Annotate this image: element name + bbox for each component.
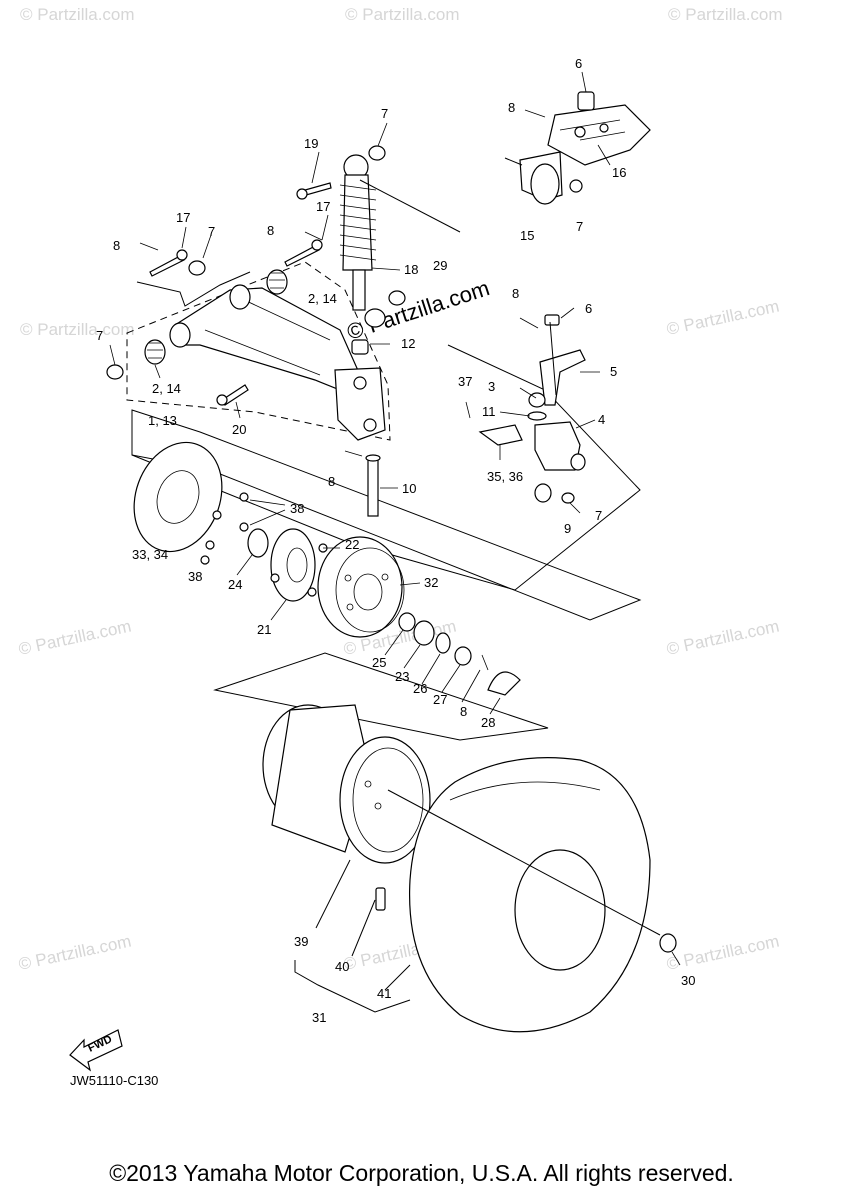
callout-17: 17	[176, 210, 190, 225]
watermark-text: © Partzilla.com	[665, 617, 781, 659]
callout-18: 18	[404, 262, 418, 277]
callout-32: 32	[424, 575, 438, 590]
swingarm	[169, 284, 386, 441]
center-watermark-text: © Partzilla.com	[344, 275, 493, 345]
brake-backing-plate	[133, 441, 249, 565]
tire-valve	[375, 887, 386, 911]
callout-8: 8	[113, 238, 120, 253]
watermark-text: © Partzilla.com	[20, 320, 135, 339]
callout-26: 26	[413, 681, 427, 696]
watermark-text: © Partzilla.com	[665, 932, 781, 974]
watermark-text: © Partzilla.com	[668, 5, 783, 24]
callout-22: 22	[345, 537, 359, 552]
callout-11: 11	[482, 404, 496, 419]
callout-4: 4	[598, 412, 605, 427]
bearing-stack	[398, 612, 521, 696]
wheel-rim	[262, 704, 431, 864]
callout-29: 29	[433, 258, 447, 273]
callout-3: 3	[488, 379, 495, 394]
callout-38: 38	[290, 501, 304, 516]
callout-6: 6	[585, 301, 592, 316]
callout-33-34: 33, 34	[132, 547, 168, 562]
callout-10: 10	[402, 481, 416, 496]
callout-7: 7	[595, 508, 602, 523]
leader-lines	[109, 71, 681, 966]
callout-21: 21	[257, 622, 271, 637]
callout-7: 7	[96, 328, 103, 343]
watermark-text: © Partzilla.com	[665, 297, 781, 339]
tire	[387, 757, 661, 1033]
swingarm-hardware	[106, 145, 406, 406]
callout-8: 8	[328, 474, 335, 489]
callout-24: 24	[228, 577, 242, 592]
callout-28: 28	[481, 715, 495, 730]
callout-7: 7	[208, 224, 215, 239]
callout-1-13: 1, 13	[148, 413, 177, 428]
wheel-hub	[247, 528, 328, 602]
watermark-text: © Partzilla.com	[17, 932, 133, 974]
callout-23: 23	[395, 669, 409, 684]
shock-absorber	[339, 154, 461, 328]
callout-7: 7	[576, 219, 583, 234]
callout-6: 6	[575, 56, 582, 71]
group-bracket-31	[294, 859, 411, 1013]
callout-30: 30	[681, 973, 695, 988]
callout-19: 19	[304, 136, 318, 151]
callout-5: 5	[610, 364, 617, 379]
callout-15: 15	[520, 228, 534, 243]
callout-40: 40	[335, 959, 349, 974]
callout-16: 16	[612, 165, 626, 180]
callout-37: 37	[458, 374, 472, 389]
callout-2-14: 2, 14	[152, 381, 181, 396]
callout-2-14: 2, 14	[308, 291, 337, 306]
callout-25: 25	[372, 655, 386, 670]
fwd-arrow: FWD	[69, 1029, 123, 1072]
callout-41: 41	[377, 986, 391, 1001]
callout-9: 9	[564, 521, 571, 536]
callout-38: 38	[188, 569, 202, 584]
callout-35-36: 35, 36	[487, 469, 523, 484]
callout-27: 27	[433, 692, 447, 707]
watermark-text: © Partzilla.com	[17, 617, 133, 659]
swingarm-dashed-outline	[126, 261, 391, 441]
callout-labels: 6 8 16 15 7 7 19 17 17 7 8 8 18 29 2, 14…	[96, 56, 695, 1025]
diagram-code: JW51110-C130	[70, 1073, 158, 1088]
knuckle-assembly	[465, 314, 586, 504]
upper-bracket-assembly	[504, 91, 651, 205]
callout-20: 20	[232, 422, 246, 437]
callout-39: 39	[294, 934, 308, 949]
callout-7: 7	[381, 106, 388, 121]
callout-8: 8	[508, 100, 515, 115]
callout-31: 31	[312, 1010, 326, 1025]
axle-cap	[659, 933, 677, 953]
callout-12: 12	[401, 336, 415, 351]
copyright-notice: ©2013 Yamaha Motor Corporation, U.S.A. A…	[109, 1160, 734, 1186]
brake-drum	[317, 536, 405, 638]
callout-8: 8	[460, 704, 467, 719]
callout-8: 8	[512, 286, 519, 301]
watermark-text: © Partzilla.com	[20, 5, 135, 24]
kingpin	[344, 450, 381, 517]
watermark-text: © Partzilla.com	[345, 5, 460, 24]
callout-17: 17	[316, 199, 330, 214]
callout-8: 8	[267, 223, 274, 238]
